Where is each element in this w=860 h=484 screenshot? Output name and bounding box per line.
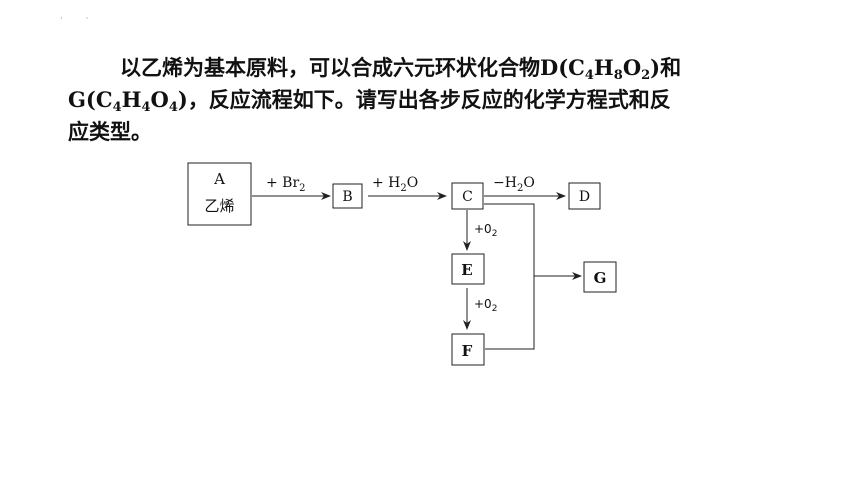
node-b-label: B <box>342 189 352 205</box>
problem-line-2: G(C4H4O4)，反应流程如下。请写出各步反应的化学方程式和反 <box>68 84 808 116</box>
node-g-label: G <box>594 269 607 287</box>
node-e-label: E <box>461 261 472 279</box>
edge-e-f-label: +02 <box>474 297 497 314</box>
line1-text: 以乙烯为基本原料，可以合成六元环状化合物 <box>120 56 540 80</box>
problem-line-1: 以乙烯为基本原料，可以合成六元环状化合物D(C4H8O2)和 <box>68 52 808 84</box>
node-b: B <box>332 183 363 209</box>
line1-tail: 和 <box>660 56 682 80</box>
node-a-letter: A <box>213 170 225 188</box>
node-d: D <box>568 182 601 210</box>
node-f: F <box>451 333 485 366</box>
node-e: E <box>451 253 485 285</box>
edge-b-c-label: + H2O <box>372 175 418 194</box>
node-c-label: C <box>462 189 473 205</box>
edge-e-f: +02 <box>463 288 497 330</box>
node-a-name: 乙烯 <box>204 197 234 215</box>
edge-c-e: +02 <box>463 210 497 251</box>
edge-a-b: + Br2 <box>252 175 331 200</box>
edge-b-c: + H2O <box>368 175 447 200</box>
node-a: A 乙烯 <box>187 162 252 226</box>
edge-c-e-label: +02 <box>474 222 497 239</box>
edge-c-f-to-g <box>484 203 582 350</box>
node-g: G <box>583 261 617 293</box>
node-c: C <box>451 182 484 210</box>
problem-statement: 以乙烯为基本原料，可以合成六元环状化合物D(C4H8O2)和 G(C4H4O4)… <box>68 52 808 148</box>
problem-line-3: 应类型。 <box>68 116 808 148</box>
edge-c-d-label: −H2O <box>493 175 535 194</box>
node-f-label: F <box>462 342 473 360</box>
node-d-label: D <box>579 189 590 205</box>
decorative-dots: · · <box>60 14 99 24</box>
edge-c-d: −H2O <box>484 175 566 200</box>
formula-d: D(C4H8O2) <box>540 55 661 83</box>
formula-g: G(C4H4O4) <box>68 87 188 115</box>
line2-text: ，反应流程如下。请写出各步反应的化学方程式和反 <box>187 88 671 112</box>
line3-text: 应类型。 <box>68 120 152 144</box>
edge-a-b-label: + Br2 <box>266 175 306 194</box>
